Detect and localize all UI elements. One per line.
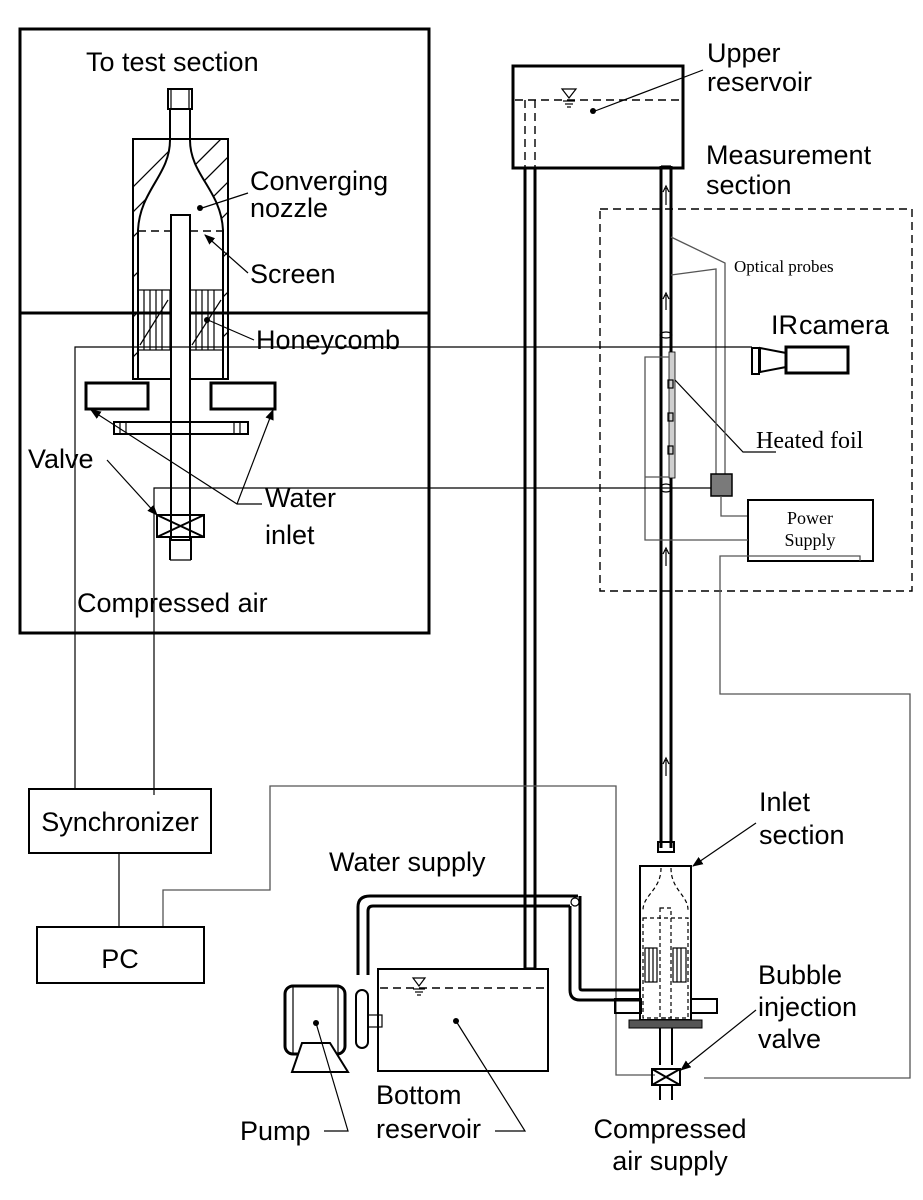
label-honeycomb: Honeycomb (256, 325, 400, 355)
label-bubble-valve-3: valve (758, 1024, 821, 1054)
inlet-section (614, 841, 718, 1100)
inset-honeycomb (137, 289, 224, 351)
label-upper-reservoir-2: reservoir (707, 67, 812, 97)
label-upper-reservoir-1: Upper (707, 38, 781, 68)
label-inlet-section-2: section (759, 820, 845, 850)
inset-title-top: To test section (86, 47, 259, 77)
inset-body (132, 138, 229, 541)
probe-sync-wire (153, 487, 711, 795)
label-bubble-valve-2: injection (758, 992, 857, 1022)
inset-panel: To test section (18, 27, 431, 635)
label-bottom-reservoir-2: reservoir (376, 1114, 481, 1144)
label-optical-probes: Optical probes (734, 257, 834, 276)
pc-valve-wire (162, 785, 655, 1076)
camera-sync-wire (74, 346, 752, 790)
synchronizer-box[interactable] (28, 788, 212, 854)
label-measurement-section-2: section (706, 170, 792, 200)
label-screen: Screen (250, 259, 336, 289)
label-water-inlet-2: inlet (265, 520, 315, 550)
inset-title-bottom: Compressed air (77, 588, 268, 618)
probe-signal-box (710, 473, 733, 497)
measurement-section-box (599, 208, 913, 592)
pc-box[interactable] (36, 926, 205, 984)
label-heated-foil: Heated foil (756, 428, 864, 454)
upper-reservoir (511, 64, 685, 170)
water-supply-pipe (356, 894, 640, 1002)
pump (283, 984, 383, 1073)
power-wire (704, 555, 911, 1079)
label-measurement-section-1: Measurement (706, 140, 872, 170)
power-supply-box (747, 499, 874, 562)
label-water-supply: Water supply (329, 847, 486, 877)
label-valve: Valve (28, 444, 94, 474)
label-ir-camera: camera (799, 310, 890, 340)
label-inlet-section-1: Inlet (759, 787, 811, 817)
bubble-injection-valve[interactable] (651, 1068, 681, 1086)
test-section-pipe (659, 165, 673, 848)
label-ir-prefix: IR (771, 310, 798, 340)
label-converging-nozzle-1: Converging (250, 166, 388, 196)
inset-water-inlet-left (84, 381, 150, 411)
flow-arrow-icon (662, 756, 670, 776)
inset-water-inlet-right (209, 381, 277, 411)
flow-arrow-icon (662, 291, 670, 310)
label-converging-nozzle-2: nozzle (250, 193, 328, 223)
flow-arrow-icon (662, 546, 670, 566)
label-bottom-reservoir-1: Bottom (376, 1080, 462, 1110)
label-pc: PC (101, 944, 139, 974)
label-pump: Pump (240, 1116, 311, 1146)
label-power-supply-2: Supply (784, 530, 835, 550)
label-power-supply-1: Power (787, 508, 833, 528)
label-bubble-valve-1: Bubble (758, 960, 842, 990)
flow-arrow-icon (662, 184, 670, 205)
bottom-reservoir (377, 968, 549, 1072)
label-synchronizer: Synchronizer (41, 807, 199, 837)
label-compressed-air-2: air supply (612, 1146, 728, 1176)
label-compressed-air-1: Compressed (593, 1114, 746, 1144)
inset-flange (113, 421, 249, 435)
inset-border (18, 27, 431, 635)
heated-foil (668, 351, 676, 479)
inset-valve (156, 514, 205, 561)
ir-camera (751, 345, 850, 375)
inset-outlet-tube (167, 88, 193, 140)
